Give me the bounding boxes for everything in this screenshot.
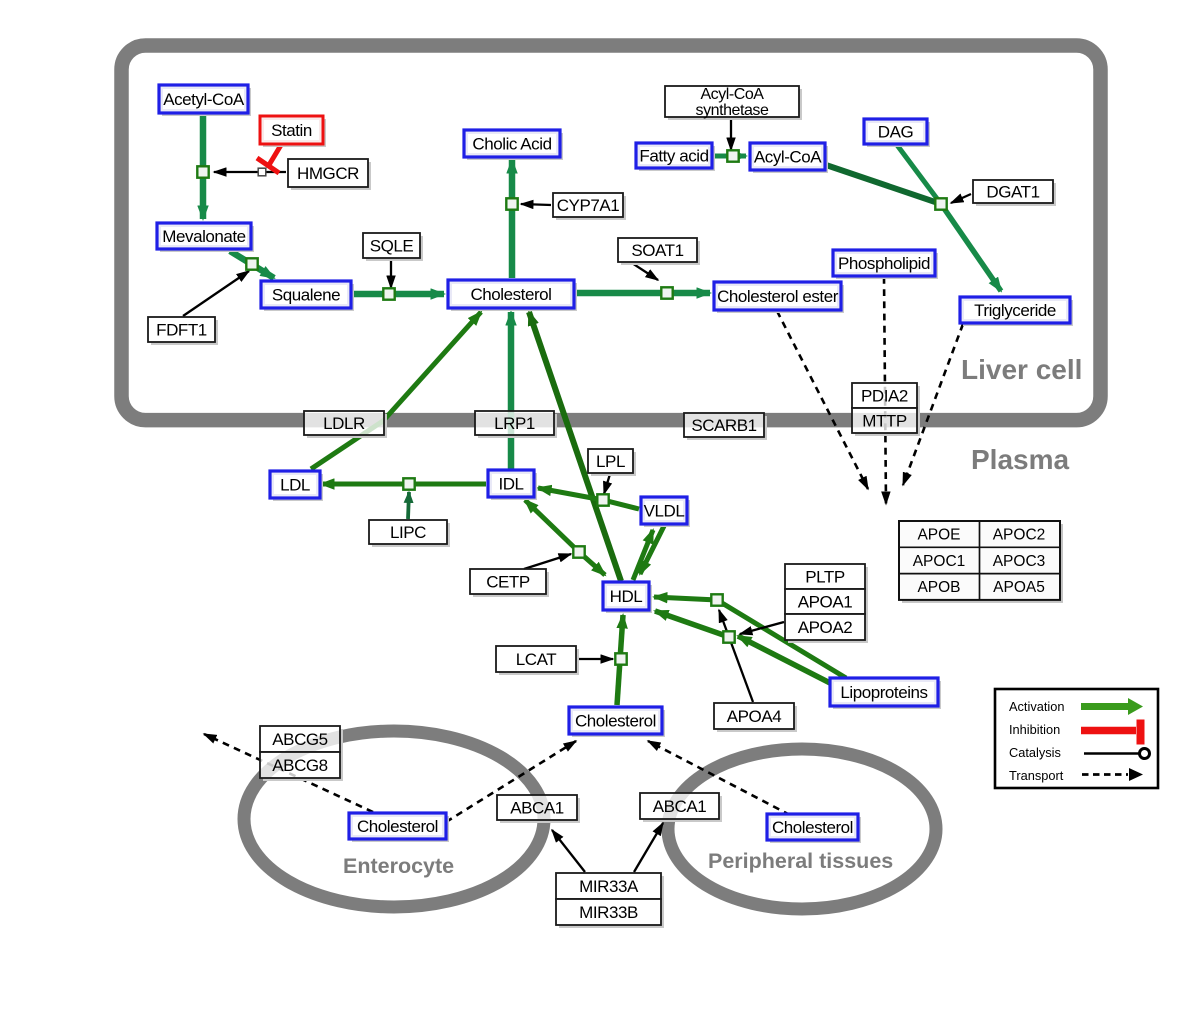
svg-text:Catalysis: Catalysis [1009,745,1061,760]
svg-text:LCAT: LCAT [516,650,556,669]
svg-text:Fatty acid: Fatty acid [639,146,708,165]
svg-text:Activation: Activation [1009,699,1064,714]
svg-text:APOE: APOE [917,527,960,544]
svg-text:LPL: LPL [596,452,625,471]
svg-text:APOC3: APOC3 [993,553,1046,570]
svg-text:MIR33B: MIR33B [579,903,638,922]
svg-text:Inhibition: Inhibition [1009,722,1060,737]
svg-text:VLDL: VLDL [644,502,685,521]
svg-text:SQLE: SQLE [370,236,414,255]
svg-text:Cholesterol ester: Cholesterol ester [717,287,839,306]
svg-text:IDL: IDL [498,474,523,493]
svg-text:Acyl-CoA: Acyl-CoA [754,147,822,166]
svg-text:PDIA2: PDIA2 [861,386,908,405]
svg-text:APOB: APOB [917,579,960,596]
svg-text:ABCA1: ABCA1 [510,799,564,818]
svg-text:Transport: Transport [1009,768,1064,783]
svg-text:LDLR: LDLR [323,414,365,433]
svg-text:Cholesterol: Cholesterol [357,817,438,836]
svg-text:Enterocyte: Enterocyte [343,854,454,878]
svg-text:MTTP: MTTP [862,411,907,430]
svg-text:ABCG5: ABCG5 [272,730,327,749]
svg-text:SOAT1: SOAT1 [631,241,683,260]
svg-text:FDFT1: FDFT1 [156,320,207,339]
svg-text:APOA2: APOA2 [798,618,852,637]
svg-text:PLTP: PLTP [805,568,845,587]
svg-text:APOA5: APOA5 [993,579,1045,596]
svg-text:ABCA1: ABCA1 [653,797,707,816]
svg-text:Cholic Acid: Cholic Acid [472,134,551,153]
svg-text:APOA1: APOA1 [798,593,852,612]
svg-text:SCARB1: SCARB1 [691,416,756,435]
svg-text:APOA4: APOA4 [727,707,781,726]
svg-text:LRP1: LRP1 [494,414,535,433]
svg-text:Phospholipid: Phospholipid [838,254,930,273]
svg-text:Lipoproteins: Lipoproteins [840,683,927,702]
svg-text:DGAT1: DGAT1 [986,182,1039,201]
svg-text:Acyl-CoA: Acyl-CoA [700,86,764,103]
svg-text:APOC2: APOC2 [993,527,1046,544]
svg-text:LIPC: LIPC [390,523,426,542]
svg-text:DAG: DAG [878,122,914,141]
svg-text:LDL: LDL [280,475,310,494]
svg-text:CETP: CETP [486,573,530,592]
svg-text:APOC1: APOC1 [913,553,966,570]
svg-text:synthetase: synthetase [696,102,769,119]
svg-text:Peripheral tissues: Peripheral tissues [708,849,893,873]
svg-text:HMGCR: HMGCR [297,164,359,183]
svg-text:Acetyl-CoA: Acetyl-CoA [163,90,245,109]
svg-text:Squalene: Squalene [272,285,340,304]
svg-text:CYP7A1: CYP7A1 [557,196,620,215]
svg-text:Cholesterol: Cholesterol [575,712,656,731]
svg-text:ABCG8: ABCG8 [272,756,327,775]
svg-text:HDL: HDL [610,587,643,606]
svg-text:MIR33A: MIR33A [579,877,639,896]
svg-text:Liver cell: Liver cell [961,354,1082,385]
svg-text:Cholesterol: Cholesterol [772,818,853,837]
svg-text:Plasma: Plasma [971,444,1069,475]
svg-text:Cholesterol: Cholesterol [470,285,551,304]
svg-text:Mevalonate: Mevalonate [162,227,245,246]
svg-text:Statin: Statin [271,121,312,140]
svg-text:Triglyceride: Triglyceride [974,301,1056,320]
